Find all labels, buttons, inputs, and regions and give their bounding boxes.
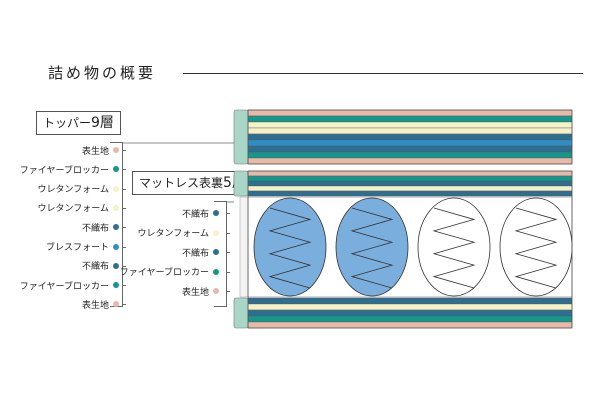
mattress-top-stripe (247, 180, 573, 187)
topper-layer-color-dot (113, 224, 119, 231)
mattress-bottom-stripe (247, 315, 573, 323)
mattress-bottom-stripe (247, 303, 573, 311)
topper-bracket-tick (122, 150, 126, 151)
topper-bracket-tick (122, 304, 126, 306)
topper-layer-name: ウレタンフォーム (37, 185, 109, 196)
mattress-layer-item: 不織布 (182, 205, 219, 221)
topper-layer-name: 不織布 (81, 262, 109, 273)
topper-bracket-tick (122, 169, 126, 171)
spring-coil (432, 207, 476, 289)
mattress-layer-item: ウレタンフォーム (138, 225, 219, 241)
mattress-bracket-tick (226, 271, 230, 273)
topper-layer-name: ウレタンフォーム (37, 204, 109, 215)
mattress-layer-color-dot (213, 229, 219, 236)
pocket-spring (335, 197, 409, 297)
topper-layer-color-dot (113, 147, 119, 153)
pocket-spring (417, 197, 491, 297)
mattress-bottom-side-panel (233, 297, 249, 329)
mattress-layer-color-dot (213, 268, 219, 275)
topper-bracket-tick (122, 285, 126, 287)
topper-layer-item: 不織布 (82, 219, 119, 235)
mattress-bottom-stripe (247, 321, 573, 329)
topper-layer-item: ファイヤーブロッカー (20, 277, 119, 293)
topper-stripe (247, 151, 573, 159)
topper-stripe (247, 133, 573, 141)
mattress-bottom-stripe (247, 297, 573, 305)
topper-side-panel (233, 109, 249, 165)
topper-bracket-tick (122, 188, 126, 190)
topper-layer-item: ウレタンフォーム (38, 200, 119, 216)
mattress-layer-name: 不織布 (181, 209, 209, 220)
topper-stripe (247, 109, 573, 117)
mattress-top-stripe (247, 185, 573, 192)
topper-layer-name: ファイヤーブロッカー (19, 281, 109, 292)
topper-stripe (247, 127, 573, 135)
mattress-top-side-panel (233, 170, 249, 197)
topper-layer-item: 不織布 (82, 258, 119, 274)
topper-outline (247, 109, 573, 165)
mattress-layer-color-dot (213, 210, 219, 216)
topper-bracket-tick (122, 207, 126, 209)
mattress-layer-color-dot (213, 288, 219, 294)
page-title: 詰め物の概要 (48, 64, 157, 82)
topper-stripe (247, 139, 573, 147)
title-divider (183, 73, 583, 74)
spring-core-side (239, 196, 249, 298)
topper-layer-item: 表生地 (82, 142, 119, 158)
mattress-bottom-stripe (247, 309, 573, 317)
topper-layer-name: 不織布 (81, 223, 109, 234)
spring-coil (514, 207, 558, 289)
topper-layer-item: ファイヤーブロッカー (20, 161, 119, 177)
topper-stripe (247, 157, 573, 165)
pocket-spring (253, 197, 327, 297)
topper-stripe (247, 121, 573, 129)
topper-layer-color-dot (113, 166, 119, 173)
topper-layer-color-dot (113, 243, 119, 250)
topper-stripe (247, 145, 573, 153)
mattress-top-stripe (247, 175, 573, 182)
topper-layer-color-dot (113, 262, 119, 269)
topper-layer-name: ブレスフォート (45, 243, 109, 253)
mattress-bracket (214, 201, 227, 307)
mattress-label-prefix: マットレス表裏 (139, 176, 224, 190)
mattress-layer-color-dot (213, 249, 219, 255)
mattress-bracket-tick (226, 252, 230, 253)
mattress-layer-name: ファイヤーブロッカー (119, 268, 209, 278)
mattress-bracket-tick (226, 232, 230, 234)
mattress-outline (247, 170, 573, 329)
mattress-layer-name: 表生地 (181, 287, 209, 298)
topper-layer-color-dot (113, 204, 119, 211)
topper-layer-color-dot (113, 282, 119, 289)
topper-layer-color-dot (113, 301, 119, 308)
mattress-layer-name: ウレタンフォーム (137, 229, 209, 239)
mattress-layer-item: 不織布 (182, 244, 219, 260)
mattress-layer-item: 表生地 (182, 283, 219, 299)
mattress-bracket-tick (226, 291, 230, 292)
mattress-layer-item: ファイヤーブロッカー (120, 264, 219, 280)
mattress-layer-name: 不織布 (181, 248, 209, 259)
spring-coil (268, 207, 312, 289)
topper-layer-name: 表生地 (81, 300, 109, 311)
topper-layer-item: ウレタンフォーム (38, 181, 119, 197)
topper-layer-name: 表生地 (81, 146, 109, 157)
topper-stripe (247, 115, 573, 123)
topper-label-number: 9層 (91, 115, 114, 131)
topper-label: トッパー9層 (36, 111, 121, 135)
topper-bracket-tick (122, 246, 126, 248)
topper-layer-name: ファイヤーブロッカー (19, 165, 109, 176)
topper-bracket-tick (122, 265, 126, 267)
topper-layer-item: 表生地 (82, 296, 119, 312)
topper-label-prefix: トッパー (43, 116, 92, 130)
mattress-top-stripe (247, 190, 573, 197)
topper-bracket-tick (122, 227, 126, 229)
mattress-bracket-tick (226, 213, 230, 214)
pocket-spring (499, 197, 573, 297)
spring-coil (350, 207, 394, 289)
mattress-top-stripe (247, 170, 573, 177)
topper-layer-color-dot (113, 185, 119, 192)
topper-layer-item: ブレスフォート (46, 239, 119, 255)
